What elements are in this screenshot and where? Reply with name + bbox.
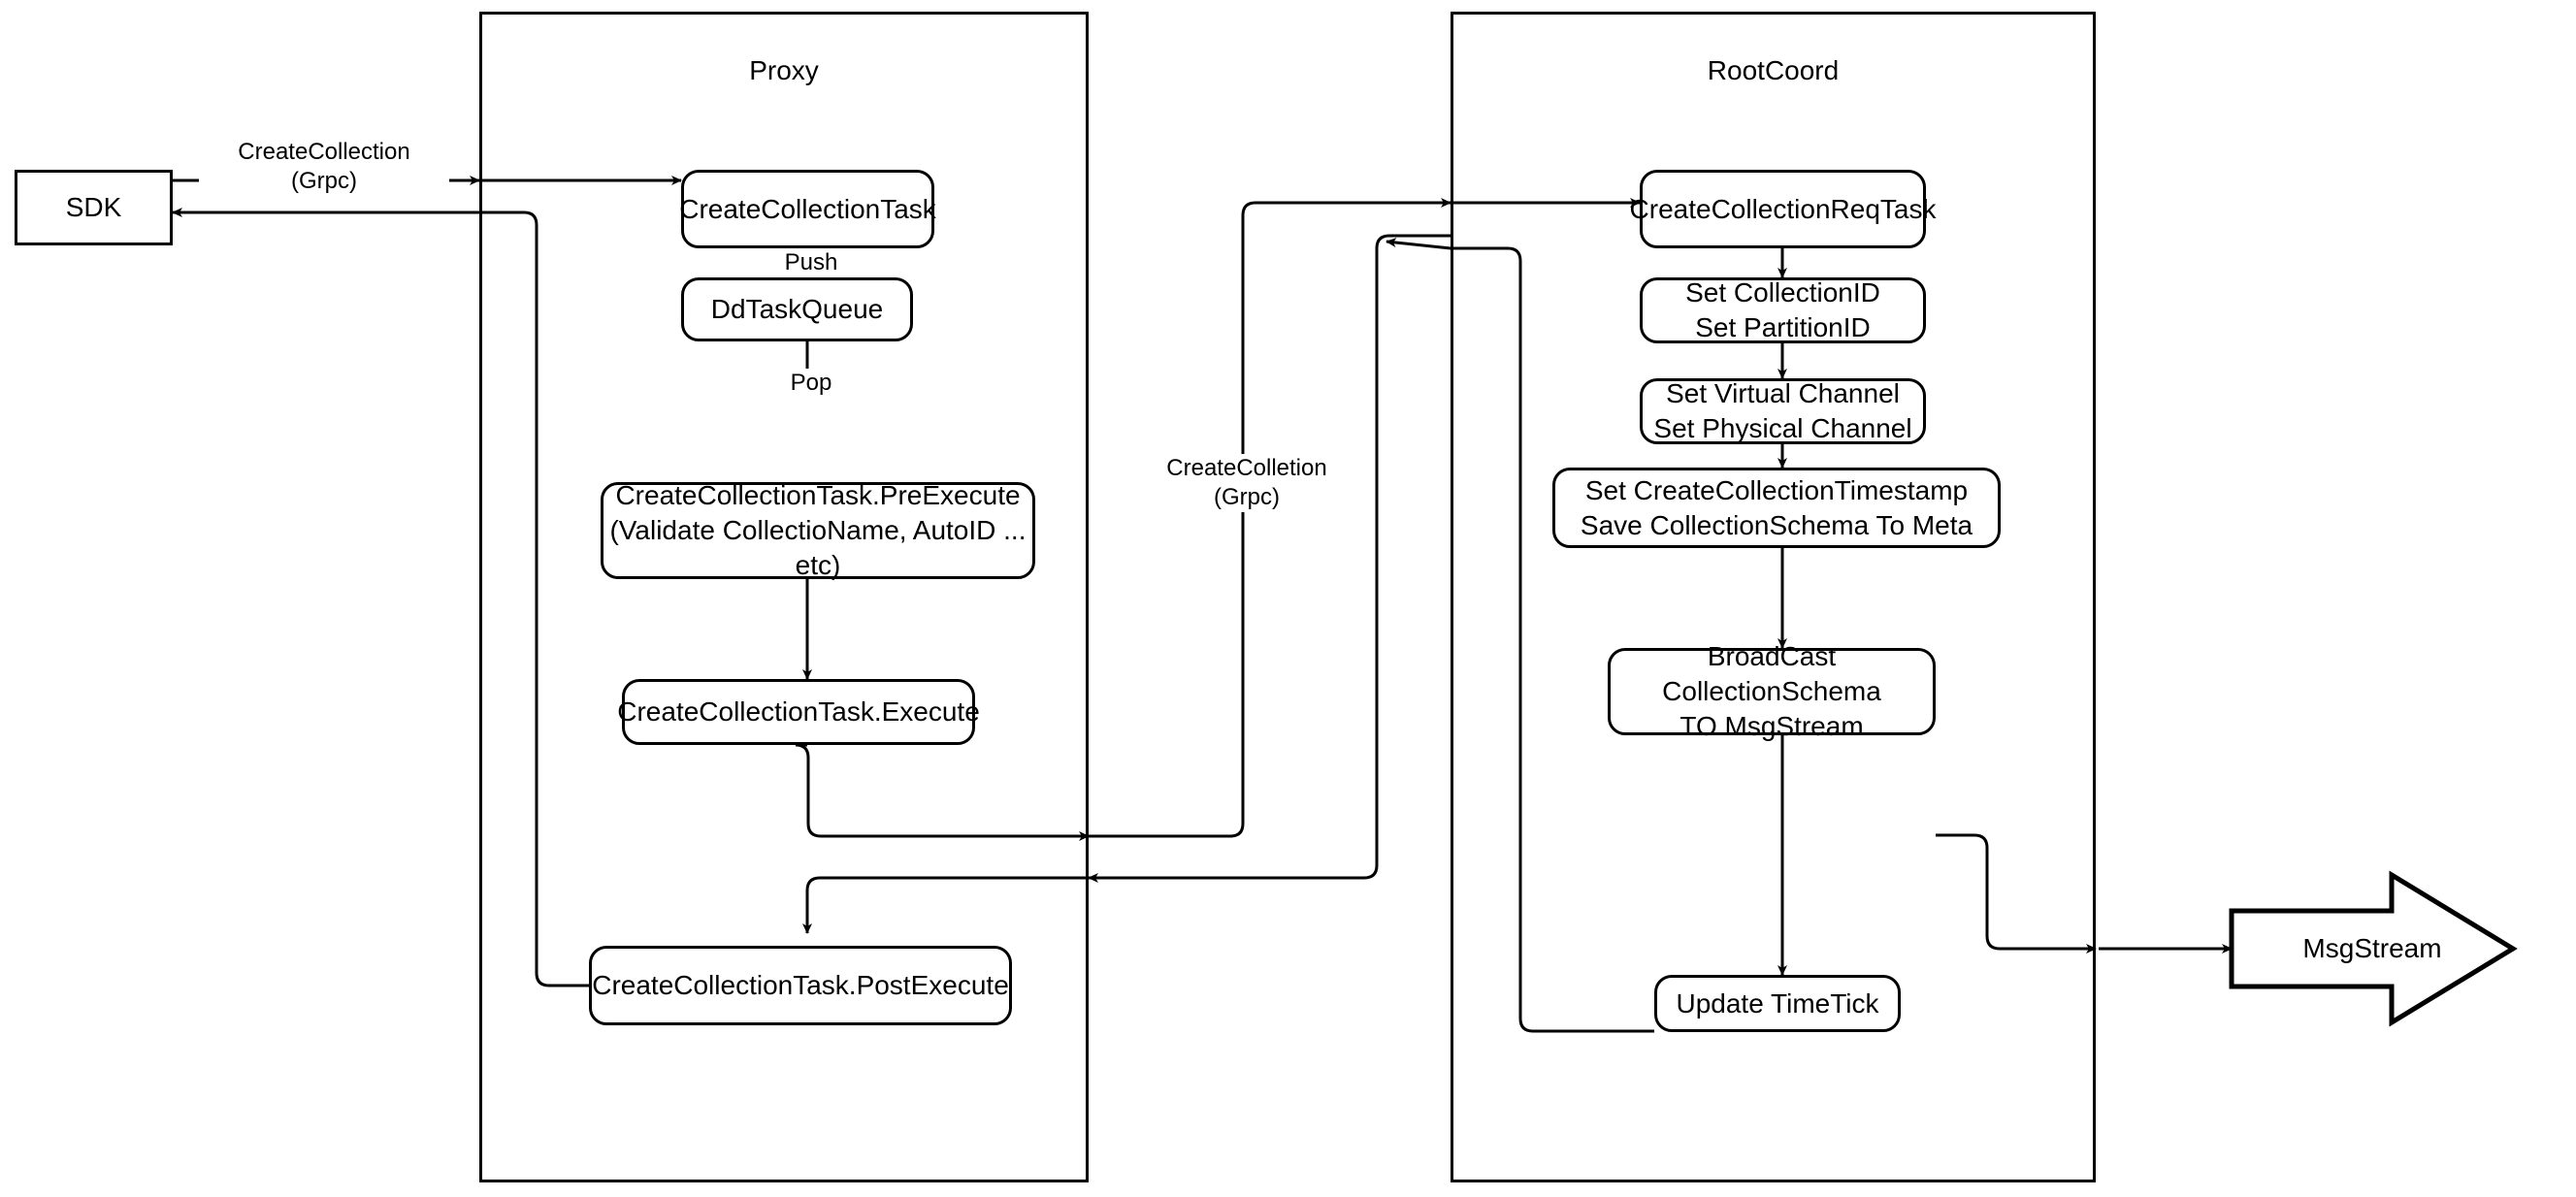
node-post-execute[interactable]: CreateCollectionTask.PostExecute: [589, 946, 1012, 1025]
edge-label-pop: Pop: [759, 369, 864, 398]
node-set-channels[interactable]: Set Virtual Channel Set Physical Channel: [1640, 378, 1926, 444]
container-proxy-title: Proxy: [749, 55, 819, 85]
edge-response-into-postexecute: [802, 876, 1086, 934]
node-set-channels-label: Set Virtual Channel Set Physical Channel: [1653, 378, 1912, 443]
node-execute[interactable]: CreateCollectionTask.Execute: [617, 679, 980, 745]
node-pre-execute[interactable]: CreateCollectionTask.PreExecute (Validat…: [601, 480, 1035, 580]
node-create-collection-req-task-label: CreateCollectionReqTask: [1629, 193, 1937, 224]
node-sdk-label: SDK: [65, 192, 122, 222]
edge-timetick-to-response: [1386, 238, 1654, 1033]
edge-rootcoord-response-trunk: [1088, 234, 1451, 883]
edge-label-push: Push: [759, 248, 864, 277]
edge-broadcast-to-msgstream: [1936, 833, 2097, 954]
node-post-execute-label: CreateCollectionTask.PostExecute: [592, 970, 1009, 1000]
node-dd-task-queue[interactable]: DdTaskQueue: [681, 277, 913, 341]
edge-execute-to-rootcoord-request: [795, 743, 1090, 841]
node-broadcast-label: BroadCast CollectionSchema TO MsgStream: [1662, 641, 1881, 741]
node-update-timetick[interactable]: Update TimeTick: [1654, 975, 1901, 1032]
node-msgstream-label: MsgStream: [2302, 933, 2442, 963]
node-msgstream[interactable]: MsgStream: [2232, 875, 2513, 1022]
container-rootcoord-title: RootCoord: [1707, 55, 1840, 85]
node-set-ids-label: Set CollectionID Set PartitionID: [1685, 277, 1880, 342]
node-set-timestamp-label: Set CreateCollectionTimestamp Save Colle…: [1580, 474, 1973, 540]
node-execute-label: CreateCollectionTask.Execute: [617, 696, 980, 727]
node-broadcast[interactable]: BroadCast CollectionSchema TO MsgStream: [1608, 641, 1936, 741]
node-create-collection-req-task[interactable]: CreateCollectionReqTask: [1630, 170, 1936, 248]
edge-label-create-collection-grpc: CreateCollection (Grpc): [199, 138, 449, 196]
node-set-timestamp[interactable]: Set CreateCollectionTimestamp Save Colle…: [1552, 468, 2001, 548]
edge-proxy-to-rootcoord-trunk: [1089, 198, 1451, 838]
node-update-timetick-label: Update TimeTick: [1676, 987, 1879, 1019]
edge-label-create-colletion-grpc: CreateColletion (Grpc): [1126, 454, 1367, 512]
node-create-collection-task-label: CreateCollectionTask: [679, 193, 936, 224]
msgstream-arrow-shape: [2229, 870, 2518, 1027]
node-create-collection-task[interactable]: CreateCollectionTask: [679, 170, 936, 248]
edge-postexecute-to-sdk: [172, 208, 589, 987]
node-sdk[interactable]: SDK: [15, 170, 173, 245]
node-dd-task-queue-label: DdTaskQueue: [710, 294, 884, 324]
node-pre-execute-label: CreateCollectionTask.PreExecute (Validat…: [609, 480, 1027, 580]
node-set-ids[interactable]: Set CollectionID Set PartitionID: [1640, 277, 1926, 343]
